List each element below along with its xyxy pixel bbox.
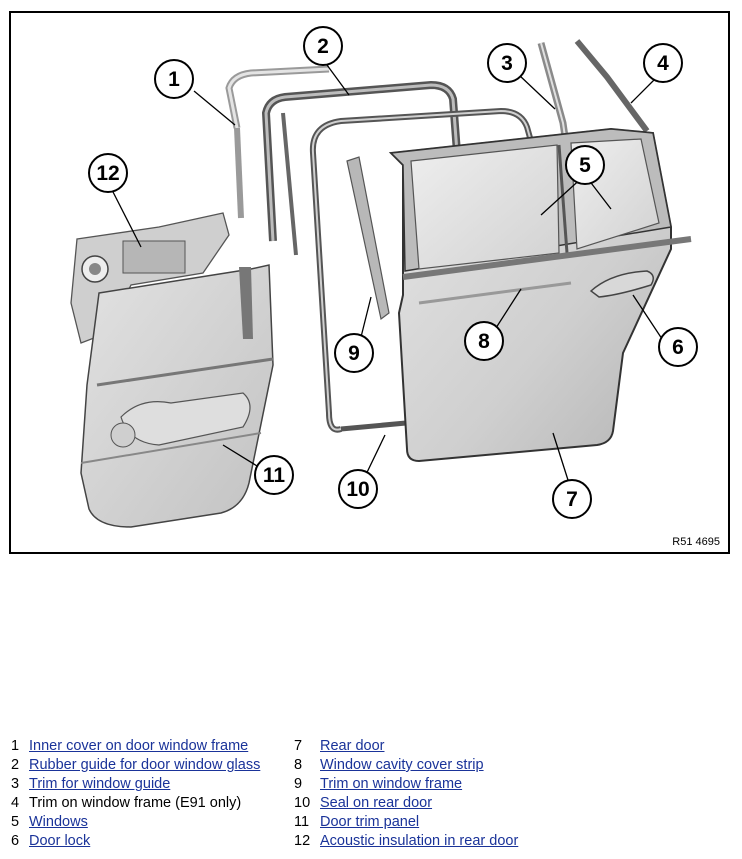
- callout-2: 2: [303, 26, 343, 66]
- svg-text:8: 8: [478, 330, 490, 353]
- legend-item: 7 Rear door: [294, 737, 384, 756]
- callout-5: 5: [565, 145, 605, 185]
- svg-text:6: 6: [672, 336, 684, 359]
- exploded-diagram: 1 2 3 4 5 6 7 8 9 10 11 12 R51 4695: [9, 11, 730, 554]
- legend-item: 12 Acoustic insulation in rear door: [294, 832, 518, 851]
- legend-link-window-guide-trim[interactable]: Trim for window guide: [29, 776, 171, 792]
- svg-text:4: 4: [657, 52, 669, 75]
- legend-number: 8: [294, 757, 303, 773]
- legend-text-frame-trim-e91: Trim on window frame (E91 only): [29, 795, 242, 811]
- legend-item: 3 Trim for window guide: [11, 775, 170, 794]
- diagram-drawing: 1 2 3 4 5 6 7 8 9 10 11 12: [70, 26, 698, 528]
- part-cavity-cover-strip: [402, 236, 692, 280]
- legend-item: 9 Trim on window frame: [294, 775, 462, 794]
- legend-number: 4: [11, 795, 20, 811]
- legend-item: 4 Trim on window frame (E91 only): [11, 794, 241, 813]
- legend-number: 5: [11, 814, 20, 830]
- legend-link-cavity-cover-strip[interactable]: Window cavity cover strip: [320, 757, 484, 773]
- callout-12: 12: [88, 153, 128, 193]
- svg-text:1: 1: [168, 68, 180, 91]
- legend-item: 10 Seal on rear door: [294, 794, 432, 813]
- callout-10: 10: [338, 469, 378, 509]
- svg-text:5: 5: [579, 154, 591, 177]
- legend-link-rubber-guide[interactable]: Rubber guide for door window glass: [29, 757, 261, 773]
- svg-text:2: 2: [317, 35, 329, 58]
- part-door-handle: [589, 270, 654, 298]
- part-door-trim-panel: [80, 264, 274, 528]
- legend-link-door-lock[interactable]: Door lock: [29, 833, 91, 849]
- svg-text:9: 9: [348, 342, 360, 365]
- legend-link-door-seal[interactable]: Seal on rear door: [320, 795, 433, 811]
- legend-link-acoustic-insulation[interactable]: Acoustic insulation in rear door: [320, 833, 519, 849]
- svg-text:10: 10: [346, 478, 369, 501]
- figure-reference: R51 4695: [672, 536, 720, 548]
- legend-link-window-frame-trim[interactable]: Trim on window frame: [320, 776, 463, 792]
- callout-4: 4: [643, 43, 683, 83]
- part-windows: [410, 144, 560, 270]
- legend-link-inner-cover[interactable]: Inner cover on door window frame: [29, 738, 249, 754]
- legend-number: 3: [11, 776, 20, 792]
- svg-text:12: 12: [96, 162, 119, 185]
- svg-text:7: 7: [566, 488, 578, 511]
- legend-item: 6 Door lock: [11, 832, 90, 851]
- legend-item: 2 Rubber guide for door window glass: [11, 756, 260, 775]
- legend-item: 8 Window cavity cover strip: [294, 756, 484, 775]
- legend-number: 9: [294, 776, 303, 792]
- legend-item: 1 Inner cover on door window frame: [11, 737, 248, 756]
- svg-text:3: 3: [501, 52, 513, 75]
- callout-9: 9: [334, 333, 374, 373]
- legend-item: 5 Windows: [11, 813, 88, 832]
- callout-11: 11: [254, 455, 294, 495]
- legend-number: 12: [294, 833, 311, 849]
- legend-number: 2: [11, 757, 20, 773]
- legend-number: 11: [294, 814, 310, 830]
- callout-6: 6: [658, 327, 698, 367]
- legend-number: 10: [294, 795, 311, 811]
- callout-1: 1: [154, 59, 194, 99]
- legend-item: 11 Door trim panel: [294, 813, 419, 832]
- callout-7: 7: [552, 479, 592, 519]
- legend-number: 6: [11, 833, 20, 849]
- callout-3: 3: [487, 43, 527, 83]
- legend-number: 1: [11, 738, 20, 754]
- part-window-frame-trim: [346, 156, 390, 321]
- legend-link-door-trim-panel[interactable]: Door trim panel: [320, 814, 420, 830]
- callouts: 1 2 3 4 5 6 7 8 9 10 11 12: [88, 26, 698, 519]
- legend-link-rear-door[interactable]: Rear door: [320, 738, 385, 754]
- svg-text:11: 11: [263, 464, 286, 487]
- callout-8: 8: [464, 321, 504, 361]
- part-frame-trim-e91: [574, 39, 650, 133]
- legend-number: 7: [294, 738, 303, 754]
- legend-link-windows[interactable]: Windows: [29, 814, 88, 830]
